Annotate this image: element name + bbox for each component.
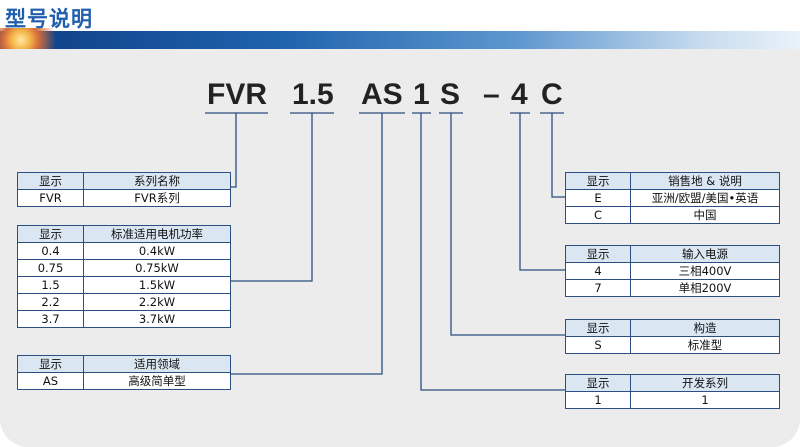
header-display: 显示 — [565, 319, 631, 337]
header-display: 显示 — [17, 225, 84, 243]
cell-desc: 亚洲/欧盟/美国•英语 — [630, 189, 780, 207]
cell-code: 1 — [565, 391, 631, 409]
cell-code: FVR — [17, 189, 84, 207]
header-dev-series: 开发系列 — [630, 374, 780, 392]
code-series: FVR — [207, 78, 267, 111]
header-display: 显示 — [17, 172, 84, 190]
code-structure: S — [440, 78, 461, 111]
cell-code: AS — [17, 372, 84, 390]
cell-desc: 1.5kW — [83, 276, 231, 294]
cell-code: 7 — [565, 279, 631, 297]
cell-desc: 单相200V — [630, 279, 780, 297]
header-region: 销售地 & 说明 — [630, 172, 780, 190]
code-dash: – — [483, 78, 500, 111]
header-display: 显示 — [565, 374, 631, 392]
code-region: C — [541, 78, 563, 111]
cell-code: C — [565, 206, 631, 224]
cell-code: 1.5 — [17, 276, 84, 294]
cell-code: 3.7 — [17, 310, 84, 328]
cell-desc: 标准型 — [630, 336, 780, 354]
header-display: 显示 — [565, 245, 631, 263]
cell-code: 2.2 — [17, 293, 84, 311]
cell-code: 0.4 — [17, 242, 84, 260]
header-series-name: 系列名称 — [83, 172, 231, 190]
cell-desc: 高级简单型 — [83, 372, 231, 390]
cell-code: E — [565, 189, 631, 207]
code-dev: 1 — [413, 78, 430, 111]
header-application: 适用领域 — [83, 355, 231, 373]
cell-desc: 1 — [630, 391, 780, 409]
code-power: 1.5 — [292, 78, 334, 111]
cell-desc: 中国 — [630, 206, 780, 224]
page-title: 型号说明 — [5, 7, 93, 31]
cell-desc: 3.7kW — [83, 310, 231, 328]
code-input: 4 — [511, 78, 528, 111]
header-motor-power: 标准适用电机功率 — [83, 225, 231, 243]
cell-desc: FVR系列 — [83, 189, 231, 207]
cell-desc: 2.2kW — [83, 293, 231, 311]
cell-desc: 三相400V — [630, 262, 780, 280]
cell-code: S — [565, 336, 631, 354]
cell-code: 4 — [565, 262, 631, 280]
cell-desc: 0.75kW — [83, 259, 231, 277]
cell-code: 0.75 — [17, 259, 84, 277]
code-usage: AS — [361, 78, 403, 111]
header-display: 显示 — [565, 172, 631, 190]
header-banner — [0, 31, 800, 49]
header-structure: 构造 — [630, 319, 780, 337]
header-display: 显示 — [17, 355, 84, 373]
banner-decoration — [0, 28, 70, 52]
header-input-power: 输入电源 — [630, 245, 780, 263]
cell-desc: 0.4kW — [83, 242, 231, 260]
